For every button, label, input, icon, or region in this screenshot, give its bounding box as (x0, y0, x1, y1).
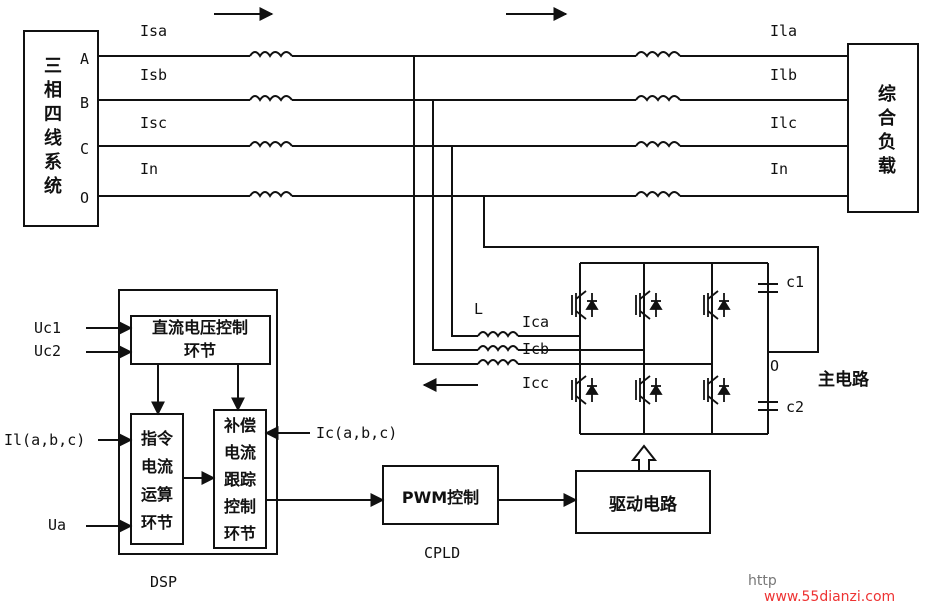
dc-voltage-control-box (130, 315, 271, 365)
terminal-o: O (80, 189, 90, 207)
driver-to-bridge-arrow (630, 444, 658, 471)
pwm-label: PWM控制 (401, 488, 480, 507)
inverter-bridge (579, 262, 769, 435)
source-current-c: Isc (140, 114, 168, 132)
compensation-current-a: Ica (522, 313, 550, 331)
input-uc1: Uc1 (34, 319, 62, 337)
signal-lines (86, 321, 578, 533)
load-current-a: Ila (770, 22, 798, 40)
line-inductors (249, 51, 681, 198)
load-current-b: Ilb (770, 66, 798, 84)
terminal-a: A (80, 50, 90, 68)
command-current-text: 指令电流运算环节 (140, 429, 173, 532)
watermark-prefix: http (748, 573, 777, 589)
dsp-label: DSP (150, 573, 178, 591)
input-ic: Ic(a,b,c) (316, 424, 398, 442)
compensation-current-c: Icc (522, 374, 550, 392)
cpld-label: CPLD (424, 544, 461, 562)
dc-capacitors (758, 283, 778, 411)
source-current-b: Isb (140, 66, 168, 84)
tracking-control-text: 补偿电流跟踪控制环节 (223, 416, 256, 543)
source-system-label: 三相四线系统 (41, 56, 62, 200)
phase-lines (98, 55, 848, 197)
input-il: Il(a,b,c) (4, 431, 86, 449)
dc-voltage-control-text: 直流电压控制环节 (151, 318, 248, 360)
load-box (847, 43, 919, 213)
load-label: 综合负载 (875, 84, 896, 180)
compensation-current-b: Icb (522, 340, 550, 358)
terminal-c: C (80, 140, 90, 158)
dc-midpoint-label: O (770, 357, 780, 375)
load-current-c: Ilc (770, 114, 798, 132)
dsp-box (118, 289, 278, 555)
capacitor-c2-label: c2 (786, 398, 805, 416)
current-arrows (214, 7, 568, 392)
input-ua: Ua (48, 516, 67, 534)
source-current-a: Isa (140, 22, 168, 40)
terminal-b: B (80, 94, 90, 112)
load-current-n: In (770, 160, 789, 178)
driver-label: 驱动电路 (609, 495, 677, 515)
source-system-box (23, 30, 99, 227)
filter-inductors (477, 331, 712, 366)
source-current-n: In (140, 160, 159, 178)
watermark-site: www.55dianzi.com (764, 589, 896, 605)
capacitor-c1-label: c1 (786, 273, 805, 291)
main-circuit-label: 主电路 (818, 370, 869, 390)
filter-taps (413, 56, 819, 365)
input-uc2: Uc2 (34, 342, 62, 360)
filter-inductor-label: L (474, 300, 484, 318)
watermark: http www.55dianzi.com (748, 573, 927, 605)
igbt-switches (571, 290, 731, 405)
